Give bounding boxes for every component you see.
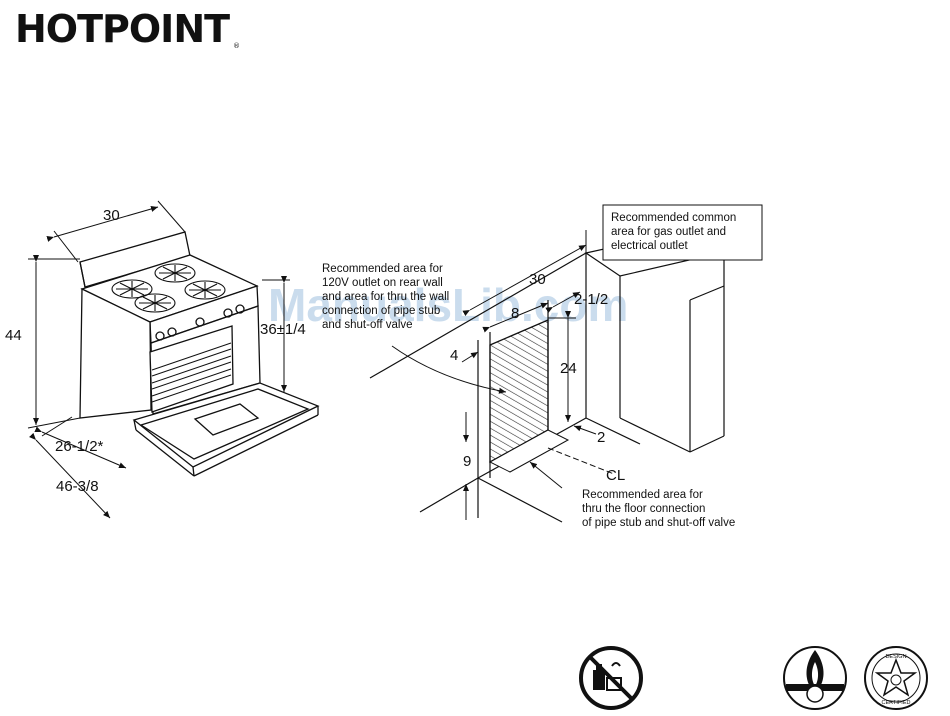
floor-area-note: Recommended area for thru the floor conn…: [582, 489, 735, 529]
gas-top-label: 4: [450, 347, 458, 364]
side-offset-label: 2: [597, 429, 605, 446]
install-width-label: 30: [529, 271, 546, 288]
cooktop-height-label: 36±1/4: [260, 321, 306, 338]
registered-mark: ®: [233, 42, 240, 50]
common-area-note-box: [602, 204, 763, 261]
star-seal-top-text: DESIGN: [885, 654, 906, 660]
design-certified-star-icon: DESIGN CERTIFIED: [864, 646, 928, 710]
floor-height-label: 9: [463, 453, 471, 470]
common-area-note: Recommended common area for gas outlet a…: [611, 212, 739, 252]
range-illustration: [79, 231, 320, 477]
floor-connection-area: [488, 429, 570, 473]
star-seal-bottom-text: CERTIFIED: [882, 700, 911, 706]
gas-height-label: 24: [560, 360, 577, 377]
range-dimension-lines: [27, 200, 290, 519]
wall-area-note: Recommended area for 120V outlet on rear…: [322, 263, 452, 331]
depth-closed-label: 26-1/2*: [55, 438, 104, 455]
range-width-label: 30: [103, 207, 120, 224]
brand-logo: HOTPOINT: [15, 7, 230, 51]
centerline-label: CL: [606, 467, 625, 484]
range-height-label: 44: [5, 327, 22, 344]
flame-seal-icon: [783, 646, 847, 710]
wall-offset-label: 2-1/2: [574, 291, 608, 308]
install-dimension-lines: [391, 230, 615, 520]
no-aerosol-icon: [579, 646, 643, 710]
gas-width-label: 8: [511, 305, 519, 322]
depth-open-label: 46-3/8: [56, 478, 99, 495]
